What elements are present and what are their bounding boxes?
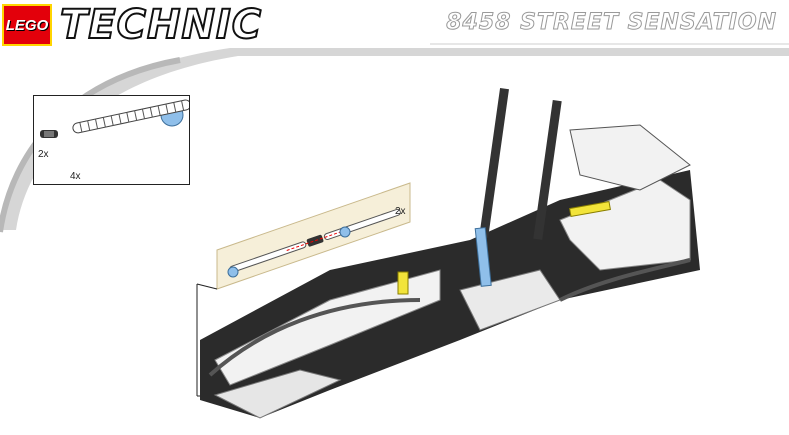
parts-list-box: 2x 4x <box>33 95 190 185</box>
lego-logo: LEGO <box>2 4 52 46</box>
sub-assembly-qty: 2x <box>395 206 406 217</box>
connector-pin-qty: 2x <box>38 149 49 160</box>
sub-assembly-panel <box>216 182 411 290</box>
parts-illustration <box>40 99 189 138</box>
axle-marker-icon <box>227 266 239 278</box>
chassis-model <box>200 88 700 419</box>
connector-pin-icon <box>40 130 58 138</box>
axle-qty: 4x <box>70 171 81 182</box>
lego-logo-text: LEGO <box>5 16 49 34</box>
set-title: 8458 STREET SENSATION <box>446 10 777 36</box>
axle-icon <box>72 99 189 134</box>
product-line-title: TECHNIC <box>59 1 263 49</box>
axle-marker-icon <box>339 226 351 238</box>
